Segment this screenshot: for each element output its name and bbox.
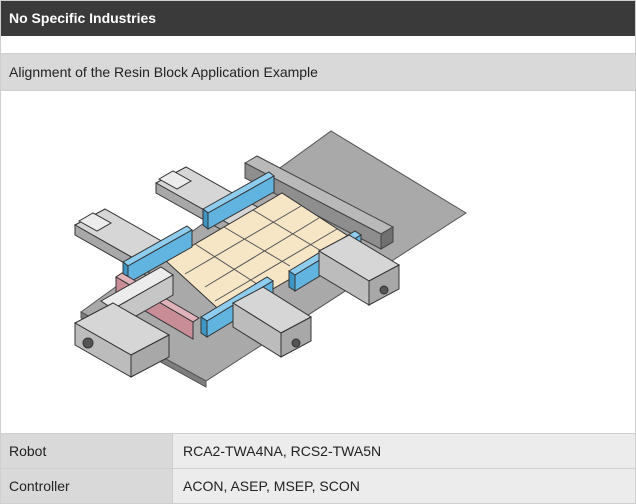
spec-value-robot: RCA2-TWA4NA, RCS2-TWA5N bbox=[172, 433, 635, 469]
table-row: Robot RCA2-TWA4NA, RCS2-TWA5N bbox=[1, 433, 635, 469]
application-figure bbox=[1, 91, 635, 433]
application-title: Alignment of the Resin Block Application… bbox=[1, 53, 635, 91]
spec-value-controller: ACON, ASEP, MSEP, SCON bbox=[172, 468, 635, 503]
spec-label-robot: Robot bbox=[1, 433, 173, 469]
blue-pusher-top bbox=[202, 171, 275, 231]
stopper-wall-side bbox=[380, 226, 394, 250]
actuator-bottom-right bbox=[232, 286, 312, 358]
actuator-bottom-left bbox=[73, 266, 174, 378]
header-spacer bbox=[1, 36, 635, 53]
specs-table: Robot RCA2-TWA4NA, RCS2-TWA5N Controller… bbox=[1, 433, 635, 503]
industry-header: No Specific Industries bbox=[1, 1, 635, 36]
resin-grid-lines bbox=[184, 205, 338, 302]
resin-block-alignment-illustration bbox=[73, 130, 467, 388]
spec-label-controller: Controller bbox=[1, 468, 173, 503]
actuator-right-mid bbox=[317, 234, 401, 306]
table-row: Controller ACON, ASEP, MSEP, SCON bbox=[1, 468, 635, 503]
